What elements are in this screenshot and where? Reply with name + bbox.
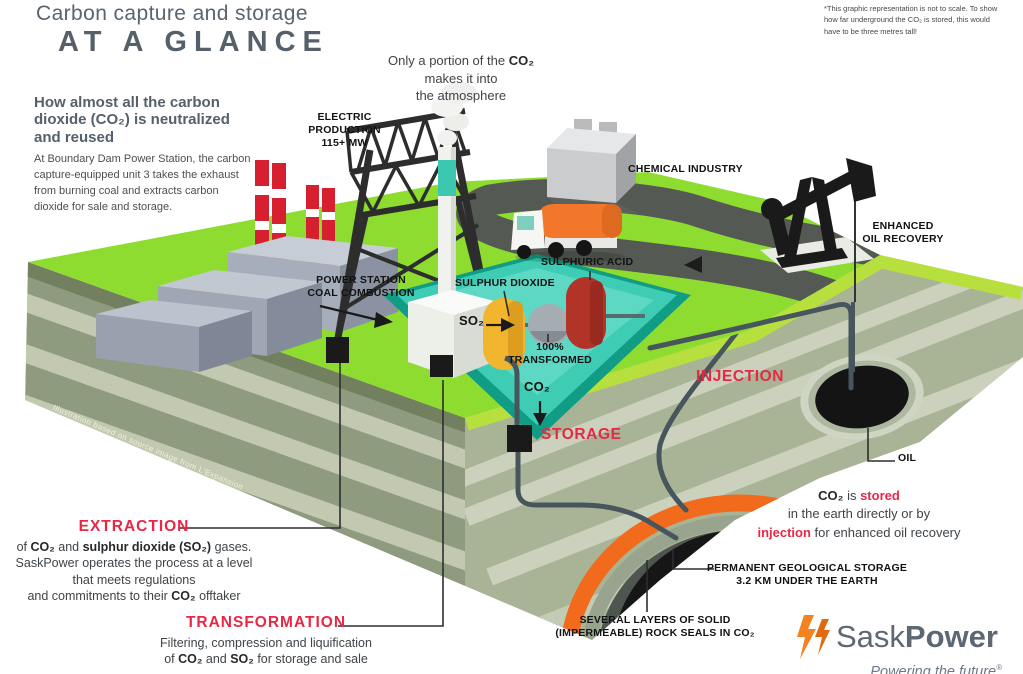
label-permanent-storage: PERMANENT GEOLOGICAL STORAGE 3.2 KM UNDE… <box>706 562 908 588</box>
label-so2: SO₂ <box>459 313 485 328</box>
flow-arrows <box>319 304 547 426</box>
saskpower-logo: SaskPower Powering the future® <box>796 615 1006 674</box>
extraction-title: EXTRACTION <box>78 518 190 535</box>
storage-node <box>507 425 532 452</box>
tanker-tank <box>536 204 622 238</box>
co2-stored-note: CO₂ is stored in the earth directly or b… <box>757 488 961 540</box>
atmosphere-note: Only a portion of the CO₂ makes it into … <box>388 53 534 104</box>
extraction-callout: EXTRACTION of CO₂ and sulphur dioxide (S… <box>2 517 266 604</box>
label-storage: STORAGE <box>541 426 622 443</box>
label-chemical-industry: CHEMICAL INDUSTRY <box>628 163 743 175</box>
power-station-buildings <box>96 236 398 372</box>
so2-arrow-icon <box>501 318 515 332</box>
intro-heading: How almost all the carbon dioxide (CO₂) … <box>34 94 230 146</box>
label-sulphuric-acid: SULPHURIC ACID <box>541 256 634 268</box>
label-co2: CO₂ <box>524 379 550 394</box>
saskpower-wordmark: SaskPower <box>836 619 998 654</box>
page-title: Carbon capture and storage <box>36 2 308 25</box>
smokestack <box>431 82 477 332</box>
extraction-node <box>326 337 349 363</box>
label-electric-production: ELECTRIC PRODUCTION 115+ MW <box>308 111 381 150</box>
oil-reservoir <box>800 354 924 440</box>
pointer-lines <box>178 271 895 627</box>
co2-arrow-icon <box>533 413 547 426</box>
combustion-arrow-icon <box>374 312 393 328</box>
saskpower-bolt-icon <box>797 615 830 659</box>
intro-body: At Boundary Dam Power Station, the carbo… <box>34 153 251 213</box>
eor-pipeline <box>647 302 854 391</box>
tanker-truck <box>511 204 625 263</box>
label-sulphur-dioxide: SULPHUR DIOXIDE <box>455 277 555 289</box>
smokestack-band <box>438 160 456 196</box>
road-arrow-icon <box>684 256 702 273</box>
transformation-callout: TRANSFORMATION Filtering, compression an… <box>128 613 404 668</box>
filter-box <box>408 290 498 315</box>
power-station <box>96 150 398 372</box>
road <box>456 179 880 340</box>
label-enhanced-oil-recovery: ENHANCED OIL RECOVERY <box>862 220 944 246</box>
label-oil: OIL <box>898 452 917 464</box>
storage-pipe <box>515 449 679 541</box>
injection-pipe <box>656 329 740 513</box>
page-subtitle: AT A GLANCE <box>58 26 329 58</box>
label-100-transformed: 100% TRANSFORMED <box>508 341 592 367</box>
label-power-station: POWER STATION COAL COMBUSTION <box>307 274 415 300</box>
co2-pipe <box>504 355 520 427</box>
scale-disclaimer: *This graphic representation is not to s… <box>824 4 998 36</box>
label-injection: INJECTION <box>696 368 785 385</box>
transformation-node <box>430 355 453 377</box>
transformation-title: TRANSFORMATION <box>185 614 347 631</box>
saskpower-tagline: Powering the future® <box>870 663 1002 674</box>
pumpjack-icon <box>760 158 876 302</box>
label-rock-seals: SEVERAL LAYERS OF SOLID (IMPERMEABLE) RO… <box>555 614 755 640</box>
